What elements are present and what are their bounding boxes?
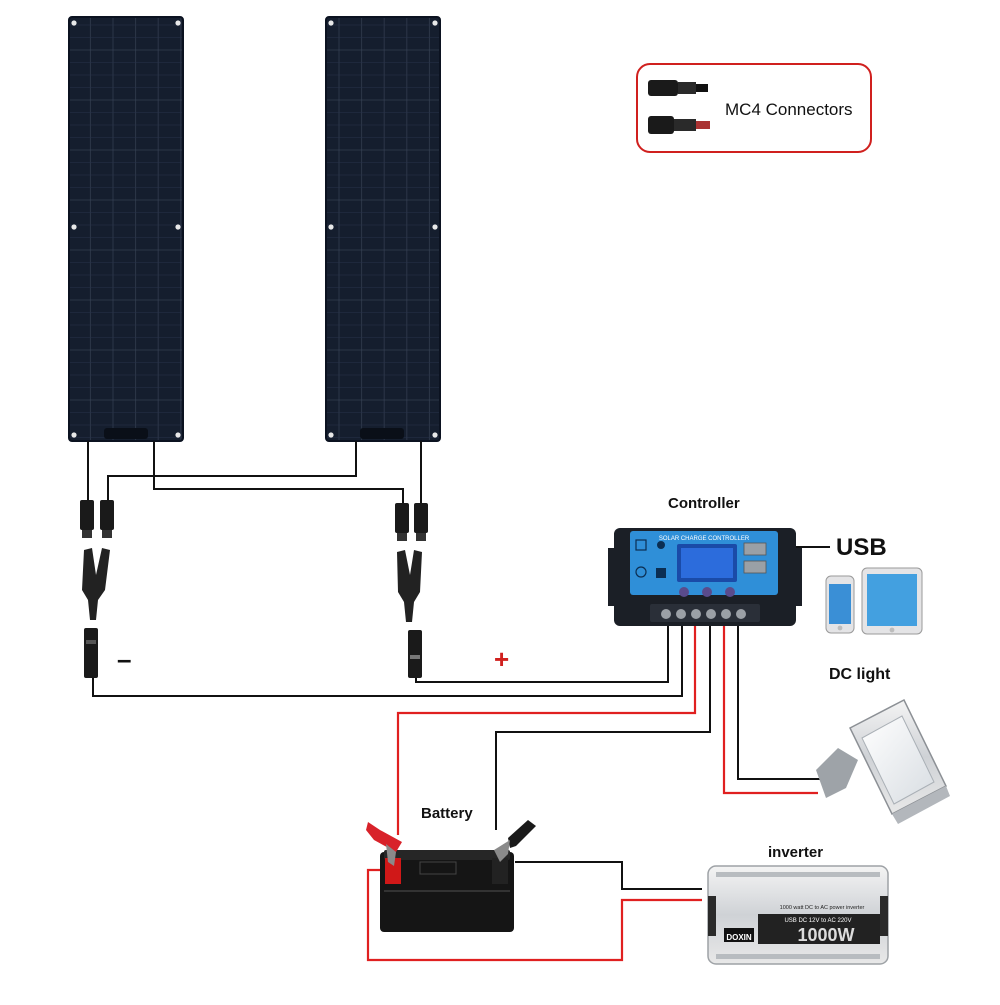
- controller-banner: SOLAR CHARGE CONTROLLER: [659, 536, 750, 542]
- mc4-connector-left: [80, 500, 114, 678]
- solar-panel-left: [68, 16, 184, 442]
- inverter-usb-line: USB DC 12V to AC 220V: [784, 918, 851, 924]
- mc4-legend-box: [636, 63, 872, 153]
- positive-sign: +: [494, 644, 510, 674]
- inverter-label: inverter: [768, 844, 824, 861]
- negative-sign: –: [117, 644, 132, 674]
- inverter-spec-line: 1000 watt DC to AC power inverter: [780, 905, 865, 911]
- dc-light-label: DC light: [829, 666, 891, 683]
- mc4-legend-label: MC4 Connectors: [725, 100, 853, 119]
- battery-clamp-black: [494, 820, 536, 862]
- smartphone-icon: [825, 575, 855, 634]
- usb-label: USB: [836, 534, 887, 561]
- controller-label: Controller: [668, 495, 740, 512]
- mc4-connector-right: [395, 503, 428, 678]
- battery-icon: [380, 850, 514, 932]
- charge-controller: [608, 528, 802, 626]
- battery-label: Battery: [421, 805, 473, 822]
- inverter-rating: 1000W: [797, 925, 854, 945]
- battery-clamp-red: [366, 822, 402, 866]
- dc-light-icon: [816, 698, 950, 824]
- inverter-brand: DOXIN: [726, 933, 752, 942]
- black-wires: [87, 441, 830, 890]
- mc4-connector-icon: [648, 80, 710, 134]
- red-wires: [366, 625, 818, 962]
- inverter-icon: [707, 865, 889, 965]
- tablet-icon: [861, 567, 923, 635]
- solar-panel-right: [325, 16, 441, 442]
